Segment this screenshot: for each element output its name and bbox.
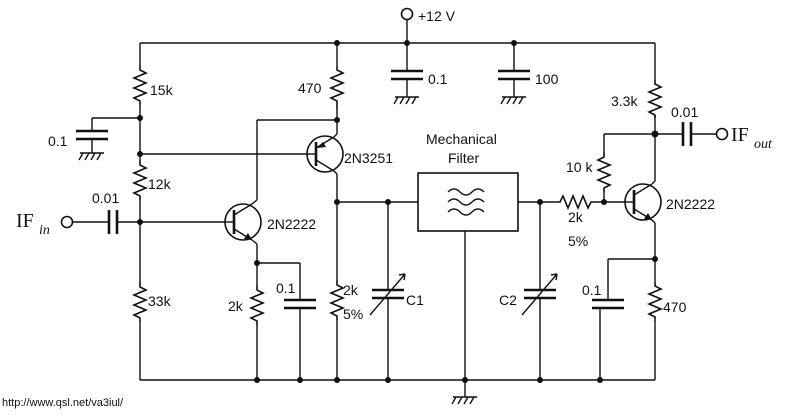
transistor-q2: 2N3251	[306, 135, 393, 173]
svg-text:IF: IF	[16, 210, 34, 232]
svg-text:out: out	[754, 137, 773, 152]
transistor-q1: 2N2222	[224, 203, 316, 241]
svg-text:0.1: 0.1	[276, 280, 296, 296]
resistor-2k-emitter: 2k	[228, 285, 266, 325]
svg-text:15k: 15k	[150, 82, 174, 98]
svg-text:in: in	[39, 223, 50, 238]
if-in-port: IF in	[16, 210, 108, 238]
transistor-q3: 2N2222	[624, 183, 715, 221]
svg-text:2N3251: 2N3251	[344, 150, 393, 166]
svg-text:0.01: 0.01	[92, 190, 119, 206]
resistor-15k: 15k	[131, 65, 174, 105]
svg-text:470: 470	[663, 299, 687, 315]
svg-text:100: 100	[535, 71, 559, 87]
if-out-port: IF out	[715, 124, 773, 152]
svg-text:3.3k: 3.3k	[611, 93, 638, 109]
capacitor-input: 0.01	[92, 190, 140, 234]
variable-capacitor-c1: C1	[369, 202, 424, 380]
svg-text:33k: 33k	[148, 293, 172, 309]
svg-text:5%: 5%	[568, 233, 588, 249]
mechanical-filter: Mechanical Filter	[417, 131, 519, 380]
svg-text:12k: 12k	[148, 176, 172, 192]
svg-text:5%: 5%	[343, 306, 363, 322]
svg-text:2k: 2k	[228, 298, 244, 314]
supply-label: +12 V	[418, 8, 456, 24]
ground-symbol-main	[451, 380, 477, 405]
svg-text:0.1: 0.1	[582, 282, 602, 298]
capacitor-bias: 0.1	[48, 117, 140, 161]
svg-text:C1: C1	[406, 292, 424, 308]
svg-text:0.01: 0.01	[671, 104, 698, 120]
resistor-33k: 33k	[131, 282, 172, 322]
svg-text:Filter: Filter	[448, 150, 479, 166]
svg-text:2N2222: 2N2222	[267, 216, 316, 232]
capacitor-output: 0.01	[655, 104, 716, 146]
svg-text:2k: 2k	[343, 282, 359, 298]
capacitor-emitter: 0.1	[276, 263, 316, 380]
resistor-470-top: 470	[298, 66, 346, 110]
capacitor-supply-1: 0.1	[391, 43, 448, 105]
svg-text:IF: IF	[731, 124, 749, 146]
resistor-10k: 10 k	[566, 152, 613, 192]
resistor-12k: 12k	[131, 160, 172, 200]
supply-terminal: +12 V	[400, 7, 456, 43]
svg-text:2k: 2k	[568, 209, 584, 225]
svg-text:0.1: 0.1	[428, 71, 448, 87]
svg-text:Mechanical: Mechanical	[426, 131, 497, 147]
svg-text:2N2222: 2N2222	[666, 196, 715, 212]
capacitor-supply-2: 100	[498, 43, 559, 105]
svg-text:470: 470	[298, 80, 322, 96]
resistor-2k-5pct: 2k 5%	[328, 280, 363, 322]
resistor-3-3k: 3.3k	[611, 80, 664, 118]
svg-text:0.1: 0.1	[48, 133, 68, 149]
capacitor-emitter-out: 0.1	[582, 259, 624, 380]
source-url: http://www.qsl.net/va3iul/	[2, 397, 124, 409]
svg-text:C2: C2	[499, 292, 517, 308]
svg-text:10 k: 10 k	[566, 159, 593, 175]
resistor-2k-series: 2k 5%	[555, 193, 596, 249]
resistor-470-bottom: 470	[646, 282, 687, 321]
variable-capacitor-c2: C2	[499, 202, 558, 380]
